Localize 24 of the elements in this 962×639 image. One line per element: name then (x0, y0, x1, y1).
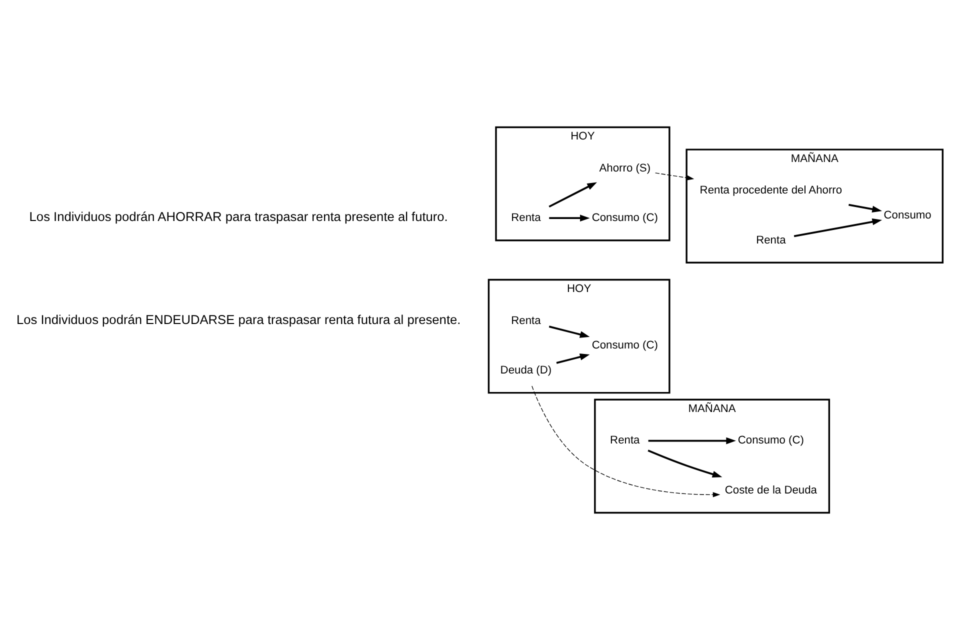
node-text: Coste de la Deuda (724, 484, 818, 496)
arrow (548, 325, 590, 338)
label: Los Individuos podrán AHORRAR para traspasar renta presente al futuro. (29, 208, 448, 224)
node-text: Renta (610, 434, 640, 446)
node-text: Consumo (884, 208, 932, 221)
arrow (648, 449, 722, 478)
node-text: Consumo (C) (738, 434, 804, 446)
node-text: Renta procedente del Ahorro (700, 184, 842, 196)
node-text: Renta (756, 234, 786, 246)
node-text: Renta (511, 314, 541, 326)
arrow (654, 172, 694, 180)
node-text: Deuda (D) (500, 364, 552, 376)
arrow (549, 214, 590, 221)
node-text: Consumo (C) (592, 211, 658, 224)
arrow (548, 182, 597, 207)
node-text: Ahorro (S) (599, 162, 651, 174)
node-text: Consumo (C) (592, 339, 658, 352)
arrow (532, 385, 720, 497)
arrow (848, 203, 882, 212)
arrow (556, 353, 590, 364)
arrow (648, 436, 736, 444)
arrow (794, 218, 882, 237)
label: Los Individuos podrán ENDEUDARSE para traspasar renta futura al presente. (16, 311, 461, 326)
node-text: Renta (511, 211, 541, 224)
